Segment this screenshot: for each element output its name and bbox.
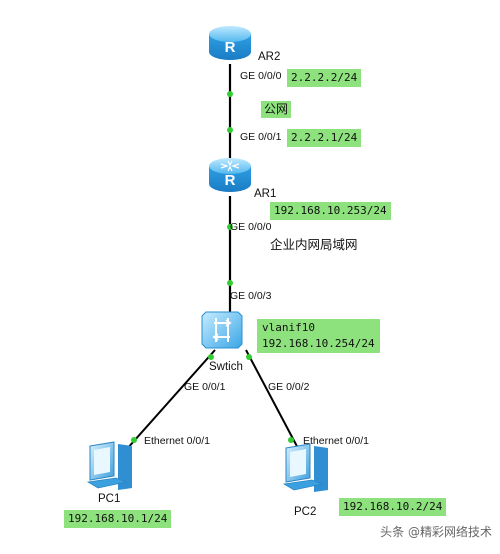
router-icon[interactable]: R (209, 158, 251, 192)
port-dot (227, 280, 233, 286)
ip-label-ar2: 2.2.2.2/24 (287, 69, 362, 87)
port-label-ar1-ge000: GE 0/0/0 (230, 221, 272, 233)
svg-text:R: R (225, 39, 236, 56)
switch-icon[interactable] (201, 311, 243, 349)
port-label-ar1-ge001: GE 0/0/1 (240, 131, 282, 143)
ip-label-pc2: 192.168.10.2/24 (339, 498, 447, 516)
device-label-switch: Swtich (209, 361, 243, 373)
device-label-ar1: AR1 (254, 188, 277, 200)
ip-label-switch: vlanif10 192.168.10.254/24 (257, 319, 380, 353)
pc-icon[interactable] (86, 441, 132, 490)
port-dot (227, 224, 233, 230)
router-icon[interactable]: R (209, 26, 251, 60)
port-dot (246, 354, 252, 360)
port-label-switch-ge002: GE 0/0/2 (268, 381, 310, 393)
svg-text:R: R (225, 172, 236, 189)
pc-icon[interactable] (282, 443, 328, 492)
port-dot (208, 354, 214, 360)
ip-label-ar1-lan: 192.168.10.253/24 (270, 202, 391, 220)
watermark-text: 头条 @精彩网络技术 (380, 525, 492, 539)
port-dot (288, 437, 294, 443)
port-dot (131, 437, 137, 443)
port-dot (227, 127, 233, 133)
ip-label-pc1: 192.168.10.1/24 (64, 510, 172, 528)
zone-label-lan: 企业内网局域网 (270, 237, 358, 252)
port-label-switch-ge003: GE 0/0/3 (230, 290, 272, 302)
device-label-pc1: PC1 (98, 493, 121, 505)
port-label-pc1-eth: Ethernet 0/0/1 (144, 435, 210, 447)
zone-label-public: 公网 (261, 101, 292, 118)
port-dot (227, 91, 233, 97)
switch-ip: 192.168.10.254/24 (262, 337, 375, 350)
switch-vlanif: vlanif10 (262, 321, 315, 334)
port-label-pc2-eth: Ethernet 0/0/1 (303, 435, 369, 447)
ip-label-ar1-public: 2.2.2.1/24 (287, 129, 362, 147)
link-switch-pc2[interactable] (245, 349, 301, 453)
port-label-ar2-ge000: GE 0/0/0 (240, 70, 282, 82)
device-label-pc2: PC2 (294, 506, 317, 518)
device-label-ar2: AR2 (258, 51, 281, 63)
link-switch-pc1[interactable] (125, 349, 216, 451)
port-label-switch-ge001: GE 0/0/1 (184, 381, 226, 393)
